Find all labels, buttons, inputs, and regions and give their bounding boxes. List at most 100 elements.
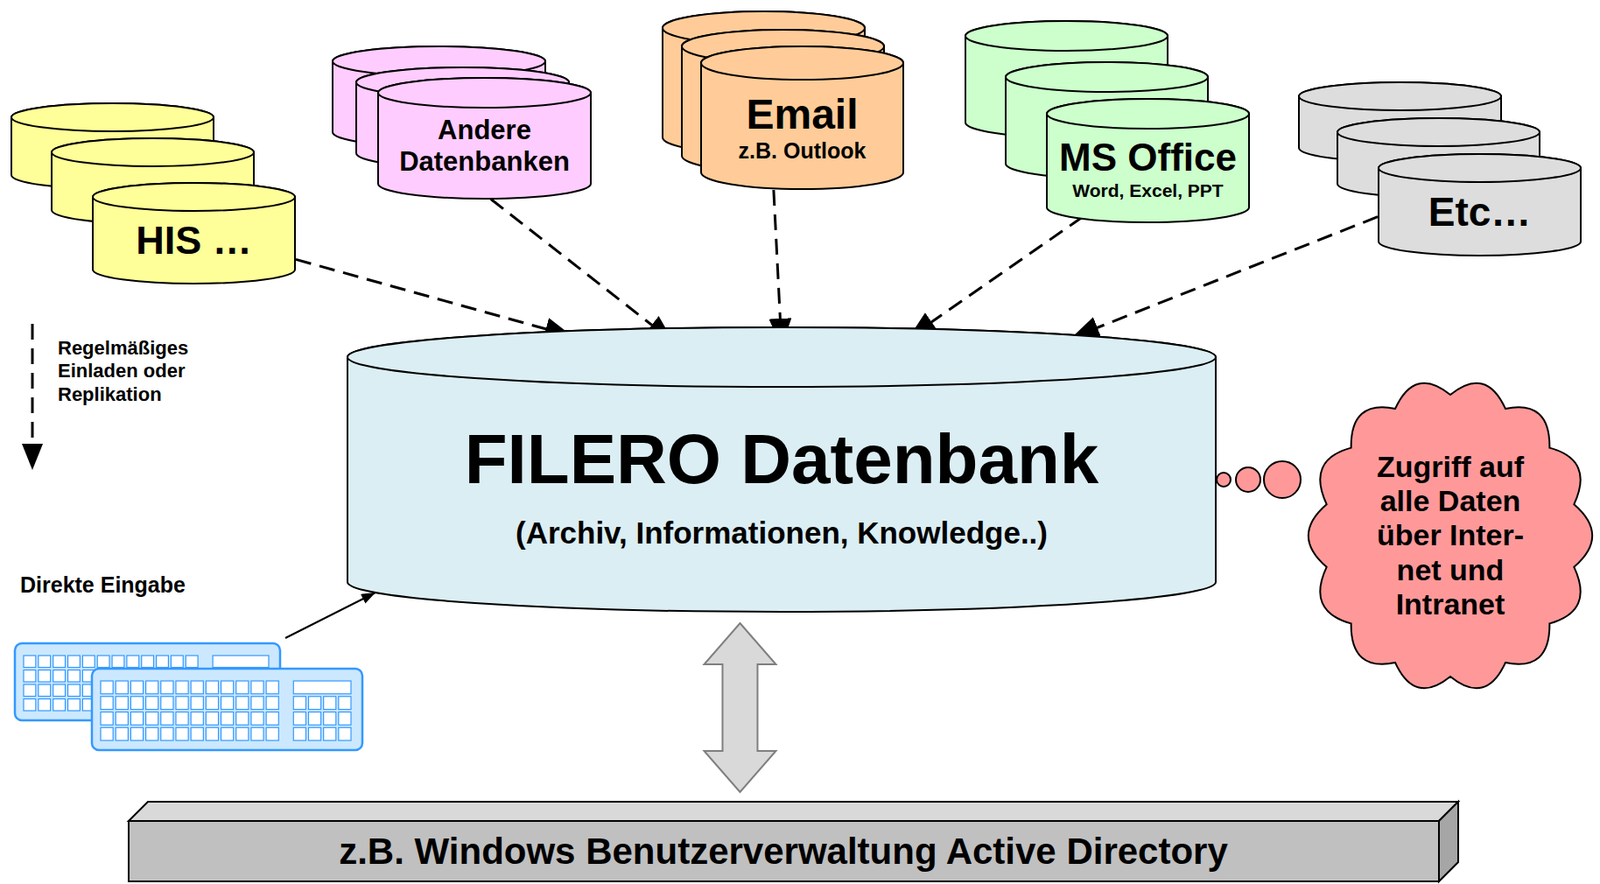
- key: [221, 727, 234, 741]
- cylinder-top: [51, 138, 254, 167]
- key: [68, 670, 81, 683]
- key: [221, 680, 234, 695]
- key: [190, 680, 204, 695]
- key: [146, 680, 159, 695]
- node-title: Email: [745, 90, 858, 139]
- key: [53, 684, 66, 697]
- thought-cloud: Zugriff auf alle Daten über Inter- net u…: [1305, 377, 1595, 695]
- keyboard: [14, 643, 281, 721]
- bar-top: [128, 801, 1459, 822]
- key: [68, 655, 81, 668]
- cloud-outline: [1308, 383, 1593, 689]
- key: [112, 655, 125, 668]
- key: [221, 696, 234, 710]
- key: [130, 727, 143, 741]
- node-content: Emailz.B. Outlook: [708, 84, 896, 169]
- key: [175, 696, 189, 710]
- key: [23, 655, 36, 668]
- thought-bubbles: [1216, 461, 1301, 499]
- cylinder-top: [1298, 82, 1502, 111]
- key: [115, 696, 128, 710]
- key: [97, 655, 110, 668]
- input-label: Direkte Eingabe: [20, 571, 186, 598]
- key: [251, 712, 264, 726]
- node-subtitle: z.B. Outlook: [738, 138, 867, 164]
- key: [53, 670, 66, 683]
- thought-bubble: [1216, 472, 1231, 487]
- key: [293, 727, 306, 741]
- key: [212, 655, 269, 668]
- bar-side: [1438, 801, 1459, 882]
- cylinder-top: [701, 46, 904, 80]
- key: [38, 655, 51, 668]
- node-title: z.B. Windows Benutzerverwaltung Active D…: [338, 830, 1229, 873]
- key: [266, 680, 279, 695]
- key: [161, 680, 174, 695]
- node-title: FILERO Datenbank: [464, 419, 1100, 500]
- key: [115, 727, 128, 741]
- node-content: Etc…: [1386, 186, 1573, 239]
- key: [266, 712, 279, 726]
- cylinder-top: [347, 327, 1216, 387]
- key: [251, 680, 264, 695]
- cylinder-top: [378, 77, 591, 108]
- key: [170, 655, 183, 668]
- key: [236, 680, 249, 695]
- node-content: MS OfficeWord, Excel, PPT: [1054, 133, 1242, 204]
- cylinder-top: [1005, 62, 1208, 92]
- cylinder-top: [1046, 98, 1250, 129]
- key: [175, 680, 189, 695]
- node-content: Zugriff auf alle Daten über Inter- net u…: [1354, 412, 1547, 660]
- key: [38, 670, 51, 683]
- key: [175, 727, 189, 741]
- dashed-arrow: [295, 259, 573, 337]
- database-cylinder: Emailz.B. Outlook: [700, 45, 905, 190]
- key: [38, 684, 51, 697]
- key: [146, 712, 159, 726]
- key: [175, 712, 189, 726]
- key: [205, 696, 218, 710]
- key: [53, 699, 66, 712]
- dashed-arrow: [491, 199, 674, 343]
- key: [236, 712, 249, 726]
- thought-bubble: [1263, 461, 1301, 499]
- key: [100, 712, 113, 726]
- key: [38, 699, 51, 712]
- node-title: Etc…: [1428, 189, 1532, 236]
- key: [130, 680, 143, 695]
- cylinder-body: [347, 327, 1216, 612]
- double-arrow: [703, 623, 776, 793]
- key: [130, 696, 143, 710]
- keyboard: [91, 668, 363, 751]
- database-cylinder: Andere Datenbanken: [377, 77, 592, 200]
- key: [130, 712, 143, 726]
- key: [190, 696, 204, 710]
- key: [251, 727, 264, 741]
- key: [205, 712, 218, 726]
- key: [308, 727, 321, 741]
- key: [323, 712, 337, 726]
- dashed-arrow: [1071, 217, 1378, 338]
- key: [23, 699, 36, 712]
- cylinder-body: [1378, 154, 1581, 256]
- keyboard-body: [14, 643, 281, 721]
- key: [146, 696, 159, 710]
- node-subtitle: (Archiv, Informationen, Knowledge..): [515, 515, 1048, 551]
- key: [293, 696, 306, 710]
- bar-front: [128, 821, 1439, 882]
- thought-bubble: [1235, 467, 1261, 492]
- key: [185, 655, 198, 668]
- key: [146, 727, 159, 741]
- key: [115, 680, 128, 695]
- node-content: z.B. Windows Benutzerverwaltung Active D…: [136, 824, 1431, 879]
- key: [266, 696, 279, 710]
- key: [141, 655, 155, 668]
- node-title: Andere Datenbanken: [388, 114, 582, 177]
- key: [23, 670, 36, 683]
- key: [266, 727, 279, 741]
- database-cylinder: MS OfficeWord, Excel, PPT: [1045, 98, 1250, 224]
- cylinder-top: [92, 182, 295, 211]
- key: [205, 727, 218, 741]
- key: [161, 727, 174, 741]
- node-title: HIS …: [135, 217, 253, 264]
